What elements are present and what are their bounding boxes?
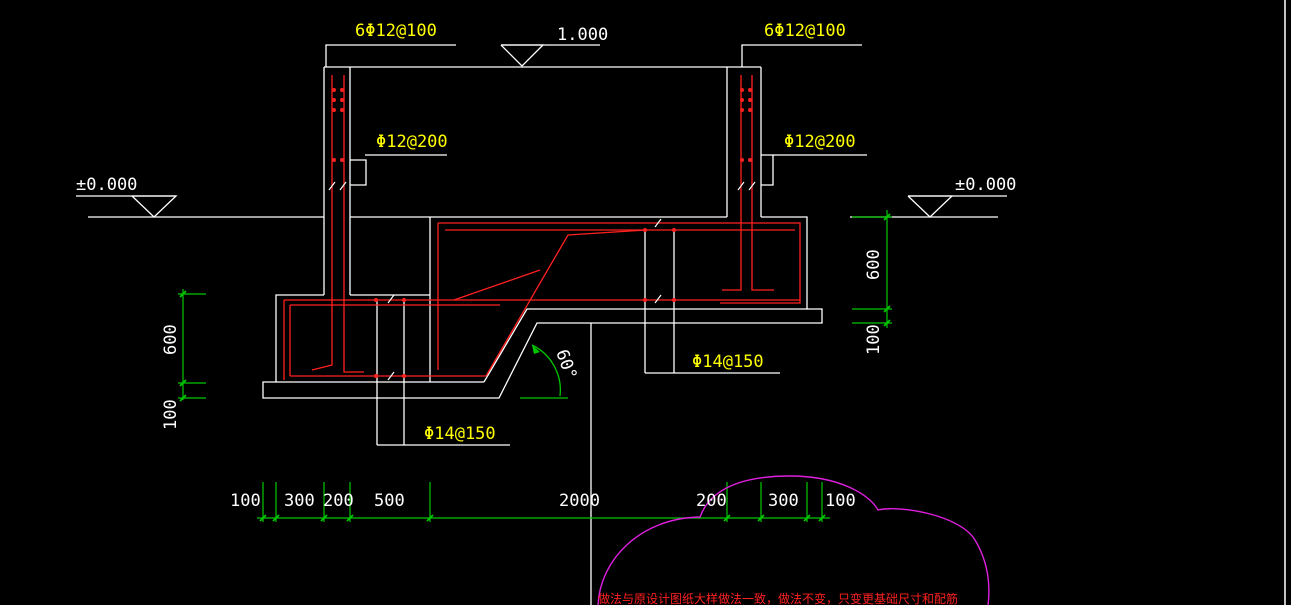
rebar-label-base-right: Φ14@150 xyxy=(692,352,764,372)
bottom-dim-6: 200 xyxy=(696,491,727,511)
structure-outline xyxy=(262,44,867,605)
right-dim-600: 600 xyxy=(864,249,884,280)
bottom-dim-1: 100 xyxy=(230,491,261,511)
right-dim-100: 100 xyxy=(864,324,884,355)
leader-ticks xyxy=(328,181,756,381)
dimension-lines xyxy=(178,210,892,522)
revision-note: 做法与原设计图纸大样做法一致，做法不变，只变更基础尺寸和配筋 xyxy=(598,591,958,605)
rebar-label-stirrup-right: Φ12@200 xyxy=(784,132,856,152)
bottom-dim-2: 300 xyxy=(284,491,315,511)
revision-cloud xyxy=(597,475,990,605)
elevation-markers xyxy=(76,44,1007,218)
left-dim-600: 600 xyxy=(161,324,181,355)
rebar-lines xyxy=(283,75,801,380)
rebar-label-top-left: 6Φ12@100 xyxy=(355,21,437,41)
rebar-label-base-bottom: Φ14@150 xyxy=(424,424,496,444)
bottom-dim-8: 100 xyxy=(825,491,856,511)
rebar-label-stirrup-left: Φ12@200 xyxy=(376,132,448,152)
rebar-dots xyxy=(332,88,752,378)
bottom-dim-7: 300 xyxy=(768,491,799,511)
bottom-dim-4: 500 xyxy=(374,491,405,511)
rebar-label-top-right: 6Φ12@100 xyxy=(764,21,846,41)
elevation-top: 1.000 xyxy=(557,25,608,45)
bottom-dim-3: 200 xyxy=(323,491,354,511)
angle-arrow xyxy=(532,345,540,354)
left-dim-100: 100 xyxy=(161,399,181,430)
dimension-ticks xyxy=(179,213,891,522)
elevation-ground-right: ±0.000 xyxy=(955,175,1016,195)
elevation-ground-left: ±0.000 xyxy=(76,175,137,195)
angle-arc xyxy=(531,344,562,397)
bottom-dim-5: 2000 xyxy=(559,491,600,511)
